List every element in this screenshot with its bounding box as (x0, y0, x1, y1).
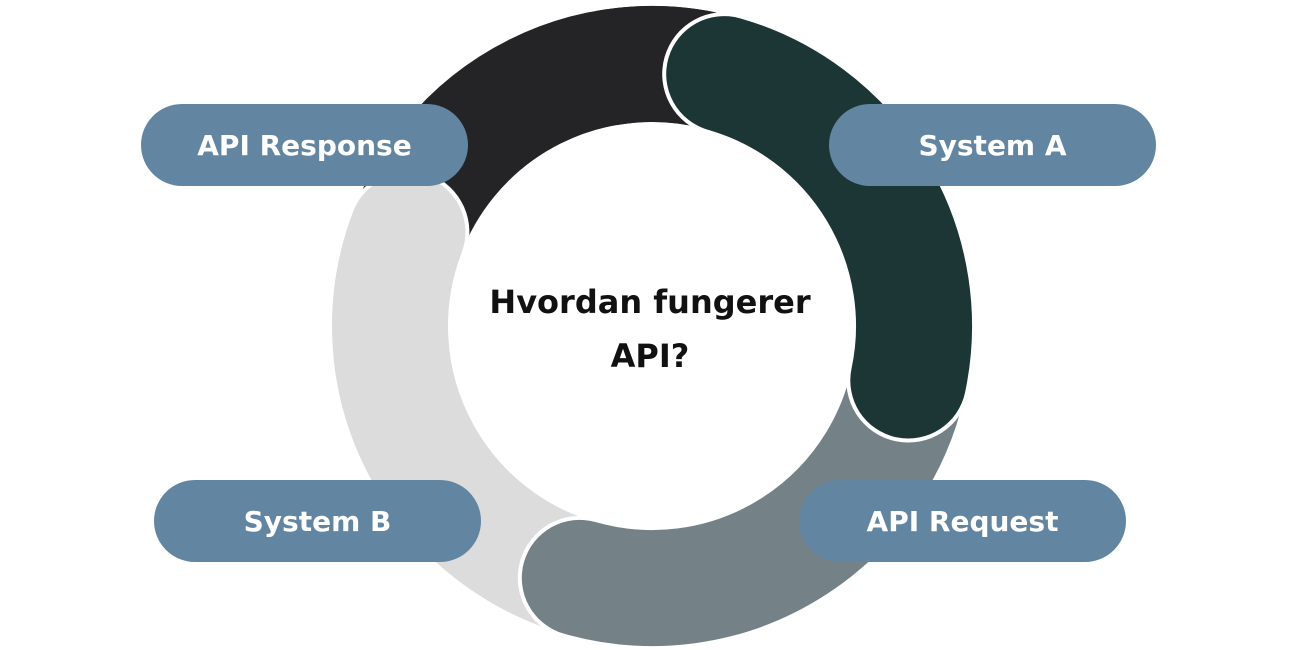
segment-system-a (666, 16, 973, 439)
center-title-line2: API? (610, 337, 690, 375)
step-label-api-response: API Response (141, 104, 468, 186)
step-label-api-request: API Request (799, 480, 1126, 562)
center-title-line1: Hvordan fungerer (489, 283, 811, 321)
ring-group (328, 2, 977, 650)
step-label-text: API Response (197, 128, 412, 162)
center-title: Hvordan fungerer API? (430, 275, 870, 383)
step-label-text: API Request (866, 504, 1059, 538)
step-label-system-a: System A (829, 104, 1156, 186)
step-label-text: System B (243, 504, 392, 538)
step-label-text: System A (918, 128, 1067, 162)
step-label-system-b: System B (154, 480, 481, 562)
